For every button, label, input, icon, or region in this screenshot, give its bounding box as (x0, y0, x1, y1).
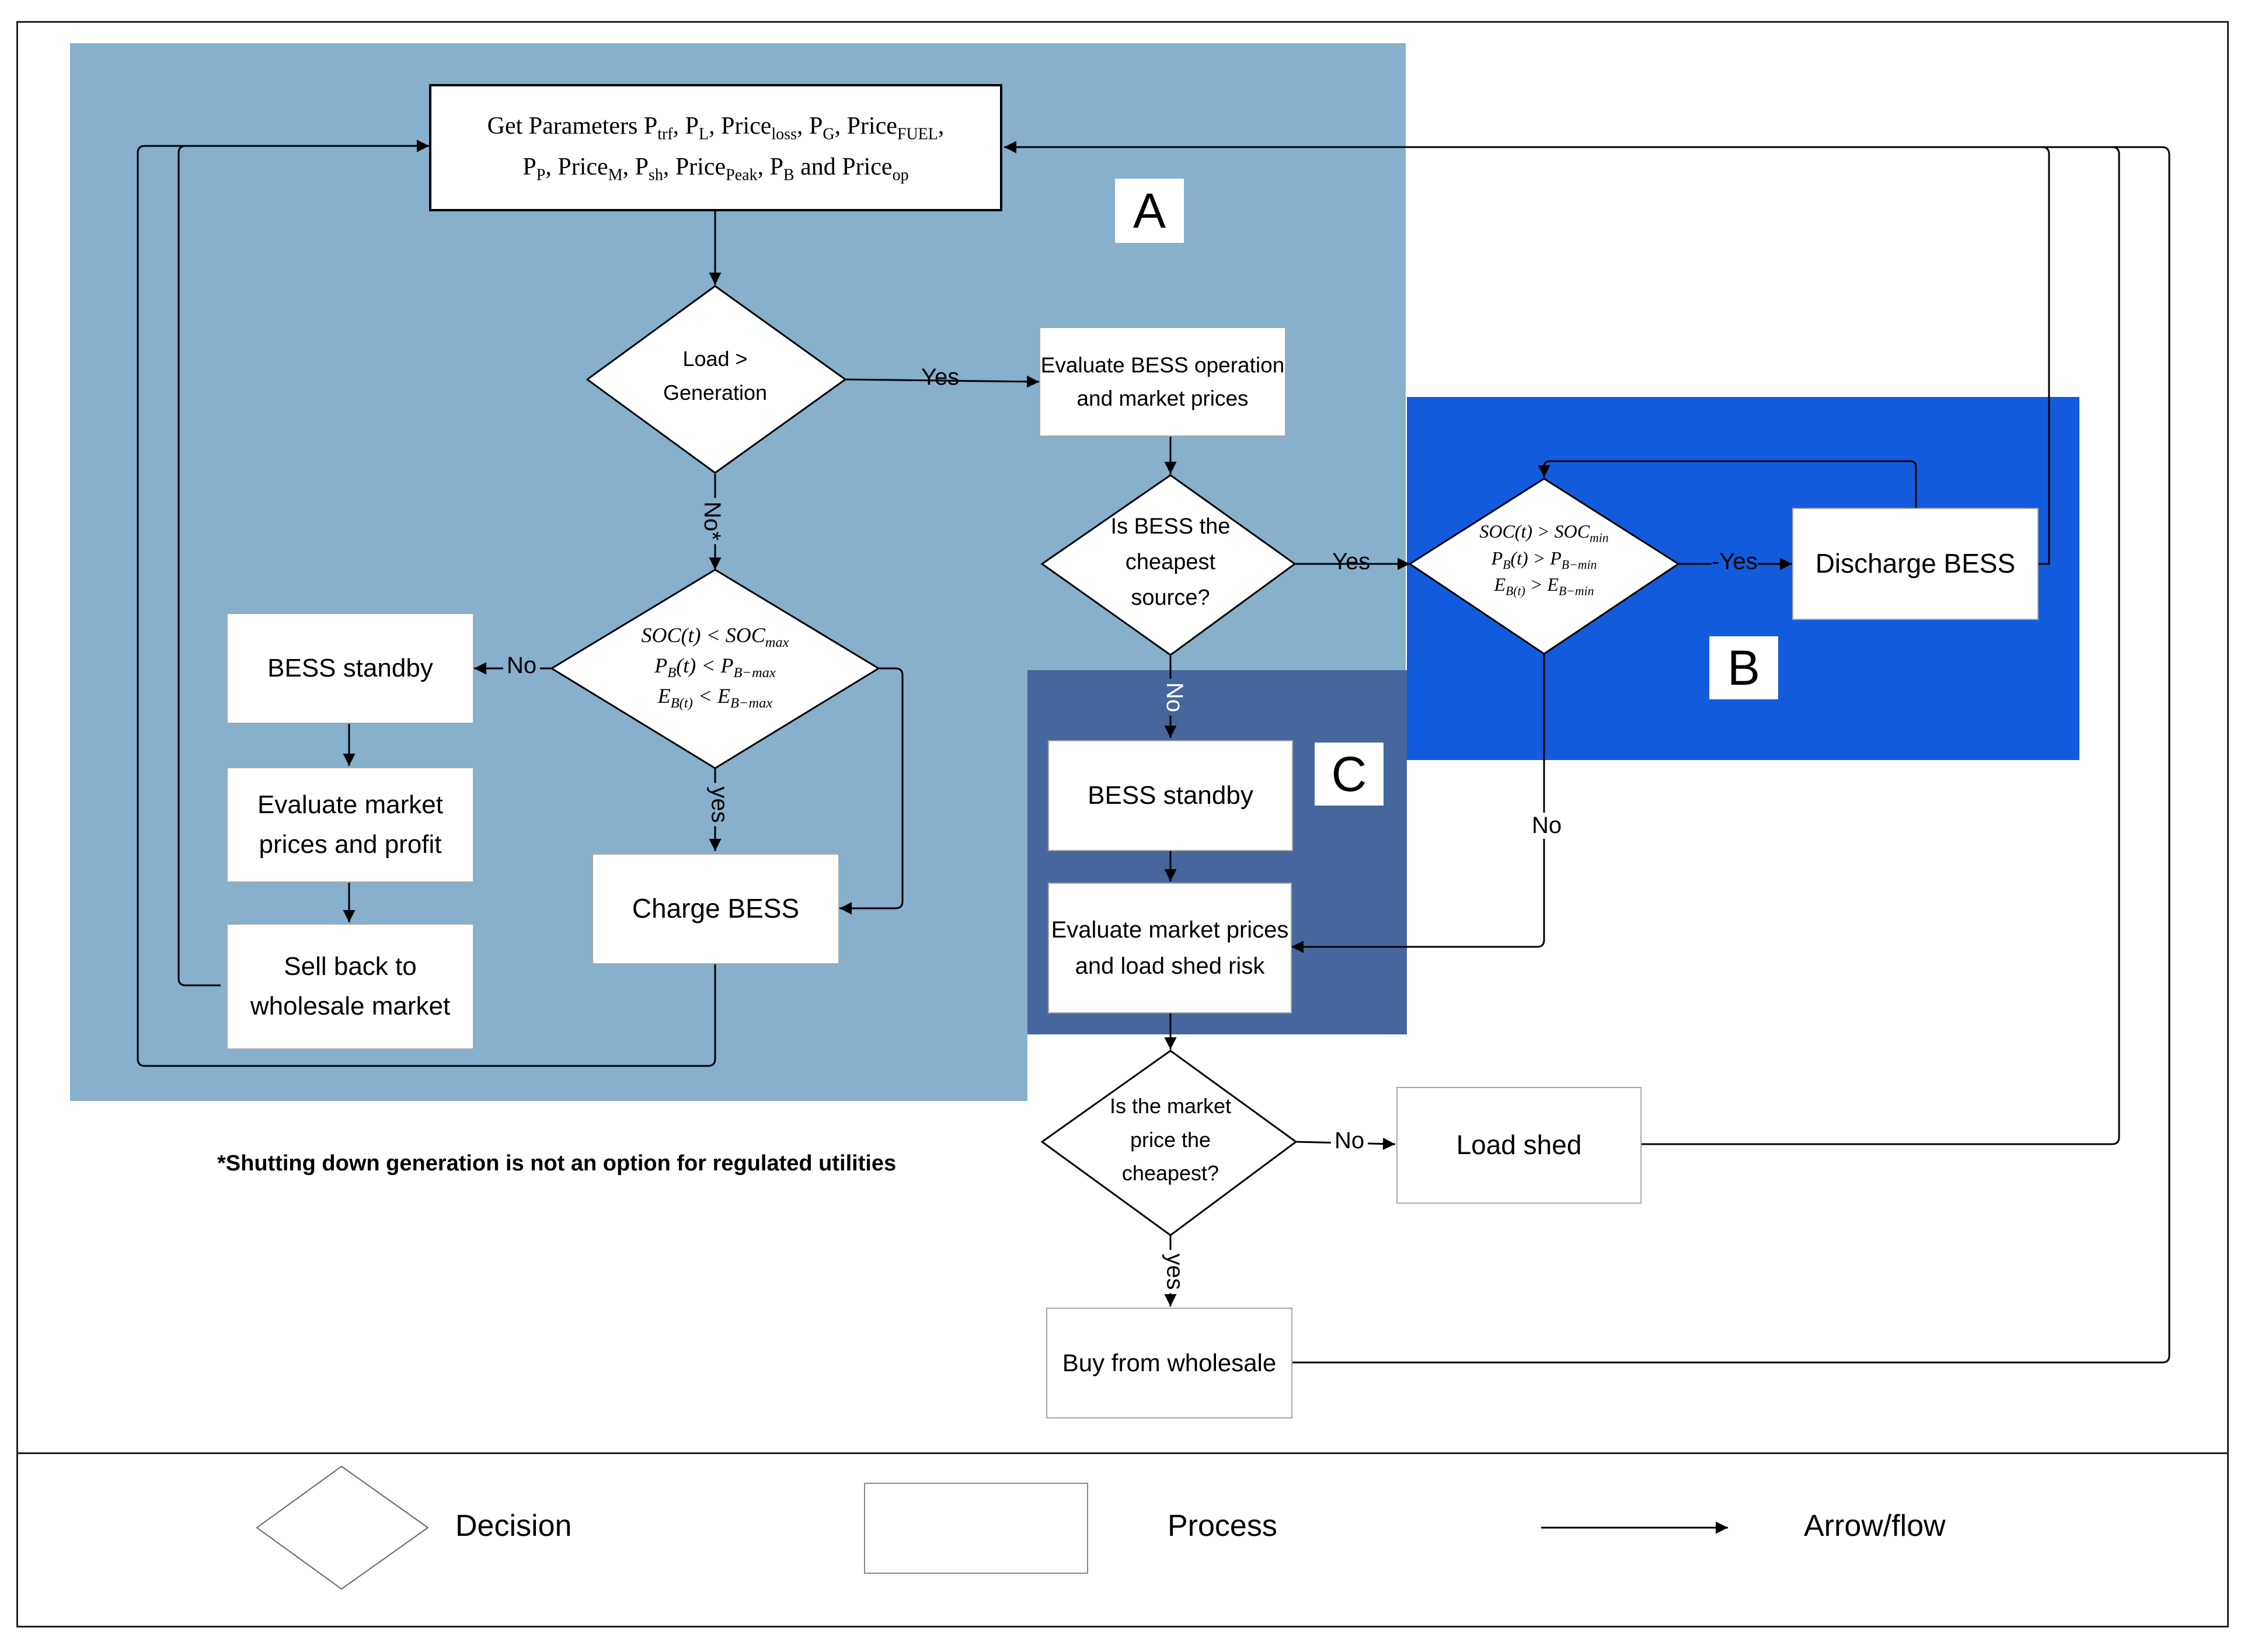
edge-charge-return (137, 140, 716, 1067)
edge-label-no-b: No (1528, 813, 1566, 839)
edge-label-no-star: No* (698, 498, 725, 544)
region-b-label: B (1709, 636, 1778, 699)
edge-label-yes-charge: yes (706, 783, 733, 827)
params-line2: PP, PriceM, Psh, PricePeak, PB and Price… (522, 154, 909, 184)
evaluate-profit-line1: Evaluate market (257, 790, 443, 819)
bess-cheapest-line1: Is BESS the (1110, 514, 1231, 539)
bess-cheapest-text: Is BESS the cheapest source? (1077, 509, 1264, 615)
legend-process-shape (864, 1483, 1088, 1574)
market-cheapest-line1: Is the market (1109, 1094, 1232, 1118)
edge-discharge-check-no (1291, 654, 1545, 953)
decision-load-gen (586, 285, 847, 474)
decision-market-cheapest (1040, 1050, 1298, 1236)
evaluate-bess-box: Evaluate BESS operation and market prices (1039, 327, 1286, 437)
buy-wholesale-box: Buy from wholesale (1046, 1308, 1292, 1419)
edge-label-yes-cheapest: Yes (1332, 549, 1371, 574)
load-gen-text: Load > Generation (619, 342, 811, 409)
eval-load-shed-line1: Evaluate market prices (1051, 917, 1289, 943)
edge-discharge-loop (1538, 460, 1917, 508)
bess-cheapest-line2: cheapest (1125, 549, 1216, 574)
cond-line3: EB(t) > EB−min (1494, 574, 1594, 598)
edge-loadgen-yes (845, 375, 1040, 388)
market-cheapest-line2: price the (1130, 1127, 1211, 1152)
cond-line1: SOC(t) > SOCmin (1479, 521, 1609, 545)
eval-load-shed-box: Evaluate market prices and load shed risk (1048, 883, 1292, 1013)
legend-arrow-label: Arrow/flow (1804, 1509, 1946, 1543)
get-parameters-box: Get Parameters Ptrf, PL, Priceloss, PG, … (429, 84, 1002, 211)
legend-decision-shape (256, 1465, 429, 1590)
edge-buy-return (1004, 146, 2170, 1364)
edge-label-no-c: No (1161, 678, 1188, 716)
legend-divider (16, 1452, 2229, 1454)
legend-decision-label: Decision (455, 1509, 572, 1543)
region-c-label: C (1315, 743, 1384, 806)
sell-back-line2: wholesale market (250, 992, 451, 1020)
decision-discharge-check (1408, 478, 1680, 655)
bess-standby-c-box: BESS standby (1048, 740, 1293, 851)
charge-bess-box: Charge BESS (592, 853, 839, 964)
edge-label-yes-discharge: -Yes (1712, 549, 1758, 575)
edge-charge-check-loop (839, 667, 904, 915)
cond-line2: PB(t) > PB−min (1491, 547, 1597, 572)
footnote: *Shutting down generation is not an opti… (217, 1151, 897, 1176)
bess-cheapest-line3: source? (1131, 585, 1210, 610)
legend-process-label: Process (1168, 1509, 1277, 1543)
discharge-bess-box: Discharge BESS (1792, 508, 2039, 620)
decision-bess-cheapest (1040, 474, 1297, 656)
market-cheapest-text: Is the market price the cheapest? (1077, 1089, 1264, 1190)
evaluate-profit-box: Evaluate market prices and profit (227, 767, 474, 883)
decision-charge-check (550, 569, 880, 769)
sell-back-line1: Sell back to (284, 952, 417, 981)
bess-standby-left-box: BESS standby (227, 613, 474, 724)
evaluate-bess-line2: and market prices (1076, 386, 1249, 410)
load-gen-line2: Generation (663, 380, 768, 405)
edge-label-yes-buy: yes (1161, 1250, 1188, 1294)
params-text: Get Parameters Ptrf, PL, Priceloss, PG, … (487, 107, 945, 189)
load-gen-line1: Load > (682, 347, 748, 371)
cond-line3: EB(t) < EB−max (657, 684, 773, 712)
cond-line2: PB(t) < PB−max (654, 654, 776, 681)
load-shed-box: Load shed (1396, 1087, 1642, 1204)
edge-label-yes-loadgen: Yes (921, 364, 960, 390)
outer-frame (16, 21, 2229, 1627)
sell-back-box: Sell back to wholesale market (227, 923, 474, 1050)
evaluate-profit-line2: prices and profit (259, 830, 442, 859)
edge-label-no-shed: No (1331, 1128, 1368, 1154)
eval-load-shed-line2: and load shed risk (1075, 953, 1265, 979)
cond-line1: SOC(t) < SOCmax (641, 623, 789, 651)
edge-label-no-left: No (503, 653, 541, 679)
region-a-label: A (1115, 179, 1184, 243)
evaluate-bess-line1: Evaluate BESS operation (1040, 353, 1285, 377)
params-line1: Get Parameters Ptrf, PL, Priceloss, PG, … (487, 112, 945, 144)
market-cheapest-line3: cheapest? (1121, 1161, 1219, 1186)
